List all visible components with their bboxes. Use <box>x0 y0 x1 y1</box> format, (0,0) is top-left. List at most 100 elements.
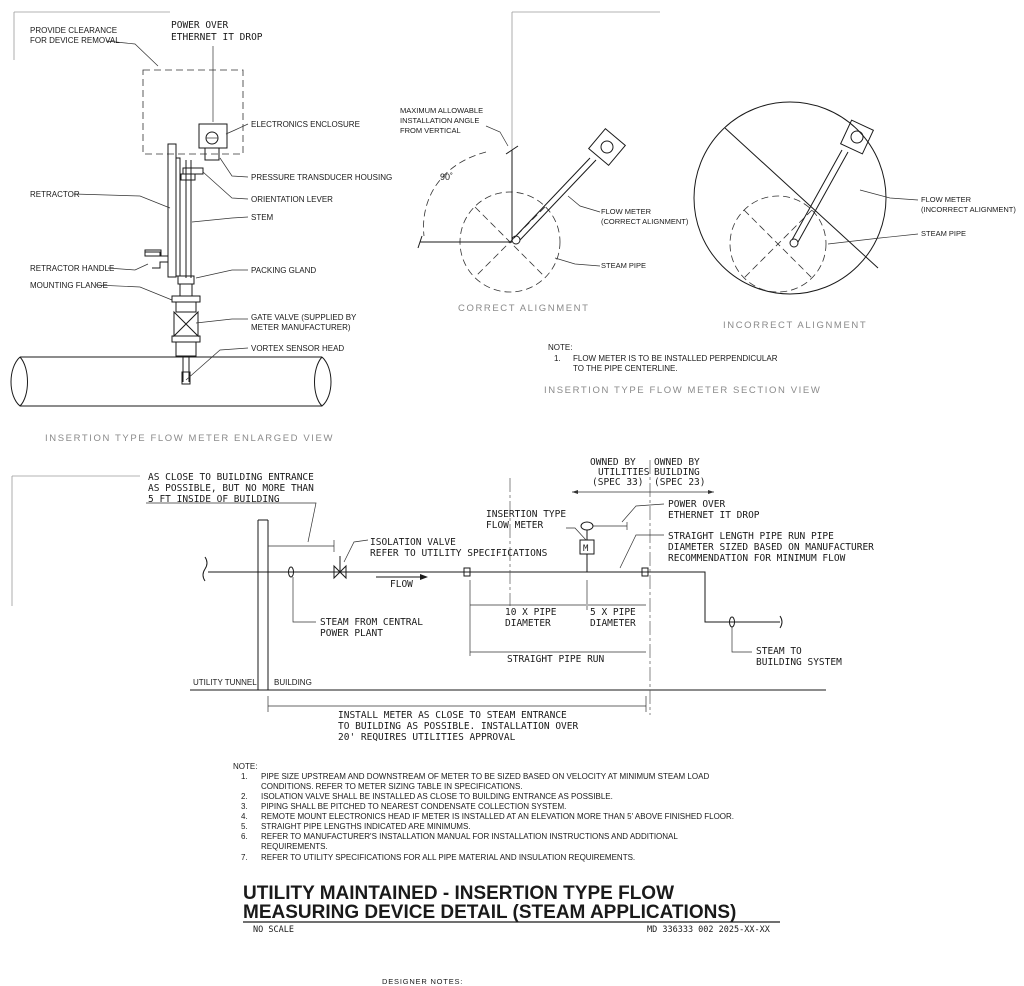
label-ten-x-1: 10 X PIPE <box>505 607 557 618</box>
label-pressure-transducer: PRESSURE TRANSDUCER HOUSING <box>251 173 392 182</box>
flow-meter-incorrect <box>789 119 875 248</box>
drawing-number: MD 336333 002 2025-XX-XX <box>647 925 771 935</box>
label-steam-to-2: BUILDING SYSTEM <box>756 657 842 668</box>
section-note-number: 1. <box>554 354 561 363</box>
label-electronics-enclosure: ELECTRONICS ENCLOSURE <box>251 120 360 129</box>
label-orientation-lever: ORIENTATION LEVER <box>251 195 333 204</box>
caption-enlarged-view: INSERTION TYPE FLOW METER ENLARGED VIEW <box>45 433 334 444</box>
label-provide-clearance-1: PROVIDE CLEARANCE <box>30 26 117 35</box>
label-install-meter-1: INSTALL METER AS CLOSE TO STEAM ENTRANCE <box>338 710 567 721</box>
pipe-section-incorrect <box>729 195 827 293</box>
drawing-title-line-1: UTILITY MAINTAINED - INSERTION TYPE FLOW <box>243 883 674 904</box>
label-steam-from-2: POWER PLANT <box>320 628 383 639</box>
note-5-line-1: STRAIGHT PIPE LENGTHS INDICATED ARE MINI… <box>261 822 471 831</box>
label-insertion-meter-2: FLOW METER <box>486 520 543 531</box>
note-6-number: 6. <box>241 832 248 841</box>
label-install-meter-2: TO BUILDING AS POSSIBLE. INSTALLATION OV… <box>338 721 578 732</box>
title-block: UTILITY MAINTAINED - INSERTION TYPE FLOW… <box>243 883 780 935</box>
label-building: BUILDING <box>274 678 312 687</box>
note-6-line-2: REQUIREMENTS. <box>261 842 328 851</box>
section-note-line-1: FLOW METER IS TO BE INSTALLED PERPENDICU… <box>573 354 778 363</box>
note-2-line-1: ISOLATION VALVE SHALL BE INSTALLED AS CL… <box>261 792 613 801</box>
note-7-line-1: REFER TO UTILITY SPECIFICATIONS FOR ALL … <box>261 853 635 862</box>
notes-title: NOTE: <box>233 762 257 771</box>
caption-correct-alignment: CORRECT ALIGNMENT <box>458 303 590 314</box>
flow-meter-correct <box>511 127 627 245</box>
label-close-entrance-1: AS CLOSE TO BUILDING ENTRANCE <box>148 472 314 483</box>
label-mounting-flange: MOUNTING FLANGE <box>30 281 108 290</box>
note-4-number: 4. <box>241 812 248 821</box>
label-straight-length-3: RECOMMENDATION FOR MINIMUM FLOW <box>668 553 846 564</box>
note-2-number: 2. <box>241 792 248 801</box>
label-owned-utilities-3: (SPEC 33) <box>592 477 643 488</box>
label-flow-meter-incorrect-2: (INCORRECT ALIGNMENT) <box>921 205 1016 214</box>
label-five-x-2: DIAMETER <box>590 618 636 629</box>
label-stem: STEM <box>251 213 274 222</box>
main-steam-pipe <box>10 356 332 407</box>
label-steam-to-1: STEAM TO <box>756 646 802 657</box>
label-packing-gland: PACKING GLAND <box>251 266 316 275</box>
label-close-entrance-2: AS POSSIBLE, BUT NO MORE THAN <box>148 483 314 494</box>
designer-notes-label: DESIGNER NOTES: <box>382 977 463 986</box>
note-6-line-1: REFER TO MANUFACTURER'S INSTALLATION MAN… <box>261 832 678 841</box>
caption-section-view: INSERTION TYPE FLOW METER SECTION VIEW <box>544 385 821 396</box>
label-poe-drop-1: POWER OVER <box>171 20 228 31</box>
gate-valve <box>171 295 201 357</box>
label-owned-building-1: OWNED BY <box>654 457 700 468</box>
section-view-incorrect: FLOW METER (INCORRECT ALIGNMENT) STEAM P… <box>693 101 1016 331</box>
section-note-title: NOTE: <box>548 343 572 352</box>
label-flow-meter-correct-2: (CORRECT ALIGNMENT) <box>601 217 689 226</box>
label-max-angle-2: INSTALLATION ANGLE <box>400 116 479 125</box>
label-piping-poe-2: ETHERNET IT DROP <box>668 510 760 521</box>
general-notes: NOTE: 1. PIPE SIZE UPSTREAM AND DOWNSTRE… <box>233 762 734 862</box>
label-straight-length-1: STRAIGHT LENGTH PIPE RUN PIPE <box>668 531 834 542</box>
caption-incorrect-alignment: INCORRECT ALIGNMENT <box>723 320 867 331</box>
label-steam-pipe-correct: STEAM PIPE <box>601 261 646 270</box>
label-steam-pipe-incorrect: STEAM PIPE <box>921 229 966 238</box>
enlarged-view: PROVIDE CLEARANCE FOR DEVICE REMOVAL ELE… <box>10 20 392 444</box>
isolation-valve <box>333 564 347 580</box>
meter-symbol: M <box>583 544 589 554</box>
label-isolation-valve-1: ISOLATION VALVE <box>370 537 456 548</box>
label-max-angle-3: FROM VERTICAL <box>400 126 461 135</box>
label-owned-building-2: BUILDING <box>654 467 700 478</box>
label-gate-valve-1: GATE VALVE (SUPPLIED BY <box>251 313 357 322</box>
sheet-frame-lines <box>11 11 660 606</box>
label-straight-run: STRAIGHT PIPE RUN <box>507 654 605 665</box>
section-note-line-2: TO THE PIPE CENTERLINE. <box>573 364 678 373</box>
label-isolation-valve-2: REFER TO UTILITY SPECIFICATIONS <box>370 548 548 559</box>
label-ten-x-2: DIAMETER <box>505 618 551 629</box>
note-1-line-1: PIPE SIZE UPSTREAM AND DOWNSTREAM OF MET… <box>261 772 709 781</box>
label-five-x-1: 5 X PIPE <box>590 607 636 618</box>
label-gate-valve-2: METER MANUFACTURER) <box>251 323 351 332</box>
note-7-number: 7. <box>241 853 248 862</box>
label-owned-utilities-1: OWNED BY <box>590 457 636 468</box>
label-flow: FLOW <box>390 579 413 590</box>
electronics-enclosure <box>198 123 228 161</box>
removal-clearance-box <box>142 69 244 155</box>
label-flow-meter-incorrect-1: FLOW METER <box>921 195 972 204</box>
label-steam-from-1: STEAM FROM CENTRAL <box>320 617 423 628</box>
label-owned-utilities-2: UTILITIES <box>598 467 650 478</box>
note-1-line-2: CONDITIONS. REFER TO METER SIZING TABLE … <box>261 782 523 791</box>
scale-label: NO SCALE <box>253 925 294 935</box>
piping-detail: AS CLOSE TO BUILDING ENTRANCE AS POSSIBL… <box>146 457 874 743</box>
label-insertion-meter-1: INSERTION TYPE <box>486 509 566 520</box>
prohibition-circle <box>693 101 887 295</box>
label-flow-meter-correct-1: FLOW METER <box>601 207 652 216</box>
note-3-line-1: PIPING SHALL BE PITCHED TO NEAREST CONDE… <box>261 802 566 811</box>
note-5-number: 5. <box>241 822 248 831</box>
label-angle-value: 90˚ <box>440 172 453 182</box>
label-retractor: RETRACTOR <box>30 190 80 199</box>
note-3-number: 3. <box>241 802 248 811</box>
label-poe-drop-2: ETHERNET IT DROP <box>171 32 263 43</box>
label-utility-tunnel: UTILITY TUNNEL <box>193 678 257 687</box>
enlarged-leaders <box>73 40 249 381</box>
label-max-angle-1: MAXIMUM ALLOWABLE <box>400 106 483 115</box>
label-close-entrance-3: 5 FT INSIDE OF BUILDING <box>148 494 280 505</box>
vortex-sensor-head <box>181 371 191 385</box>
label-install-meter-3: 20' REQUIRES UTILITIES APPROVAL <box>338 732 516 743</box>
section-view-correct: MAXIMUM ALLOWABLE INSTALLATION ANGLE FRO… <box>400 106 689 314</box>
note-1-number: 1. <box>241 772 248 781</box>
